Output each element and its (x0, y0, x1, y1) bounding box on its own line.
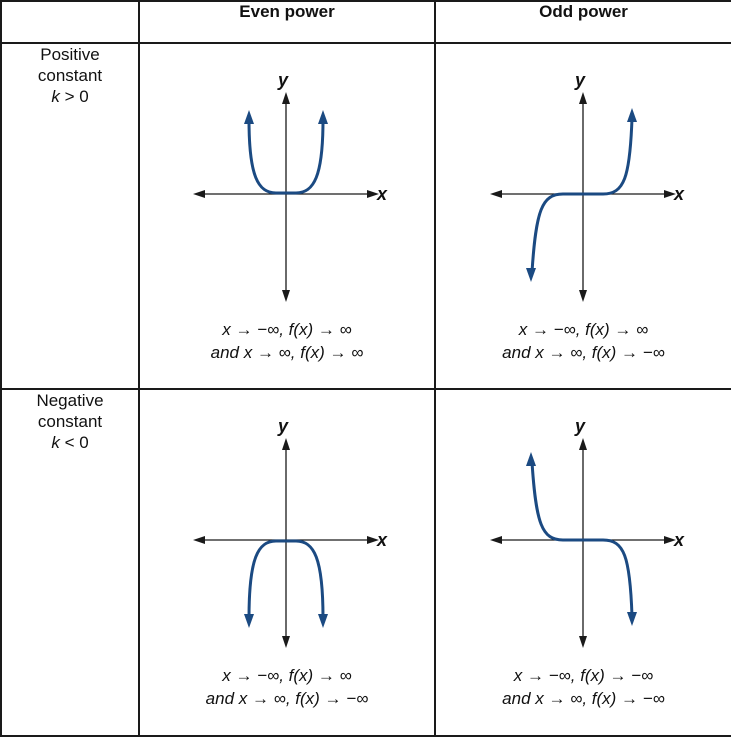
graph-positive-odd: x y (488, 70, 685, 303)
corner-cell (0, 0, 140, 44)
caption-line2: and x → ∞, f(x) → −∞ (502, 343, 665, 362)
row-label-line1: Negative (36, 391, 104, 410)
x-axis-label: x (673, 184, 685, 204)
x-axis-label: x (673, 530, 685, 550)
row-label-k: k > 0 (2, 86, 138, 107)
k-variable: k (51, 87, 60, 106)
graph-negative-odd: x y (488, 416, 685, 649)
curve (247, 539, 325, 620)
curve (247, 118, 325, 195)
axes (488, 437, 677, 649)
cell-negative-even: x y x → −∞, f(x) → ∞ and x → ∞, f(x) → −… (138, 388, 436, 737)
row-label-line2: constant (37, 66, 103, 85)
curve (530, 460, 633, 618)
x-axis-label: x (376, 184, 388, 204)
curve-arrow-right (626, 612, 637, 626)
x-axis-label: x (376, 530, 388, 550)
end-behavior-caption: x → −∞, f(x) → ∞ and x → ∞, f(x) → ∞ (140, 318, 434, 364)
caption-line1: x → −∞, f(x) → ∞ (222, 320, 352, 339)
column-header-odd-power: Odd power (434, 0, 731, 44)
cell-positive-even: x y x → −∞, f(x) → ∞ and x → ∞, f(x) → ∞ (138, 42, 436, 390)
cell-positive-odd: x y x → −∞, f(x) → ∞ and x → ∞, f(x) → −… (434, 42, 731, 390)
k-variable: k (51, 433, 60, 452)
y-axis-label: y (574, 70, 586, 90)
caption-line1: x → −∞, f(x) → ∞ (518, 320, 649, 339)
curve-arrow-left (244, 614, 254, 628)
row-header-positive-constant: Positive constant k > 0 (0, 42, 140, 390)
curve-arrow-right (318, 110, 328, 124)
column-header-even-power: Even power (138, 0, 436, 44)
row-label-line1: Positive (40, 45, 100, 64)
y-axis-label: y (574, 416, 586, 436)
curve-arrow-left (525, 452, 536, 466)
curve-arrow-left (525, 268, 536, 282)
end-behavior-caption: x → −∞, f(x) → ∞ and x → ∞, f(x) → −∞ (436, 318, 731, 364)
caption-line1: x → −∞, f(x) → −∞ (513, 666, 654, 685)
caption-line2: and x → ∞, f(x) → −∞ (205, 689, 369, 708)
y-axis-label: y (277, 416, 289, 436)
cell-negative-odd: x y x → −∞, f(x) → −∞ and x → ∞, f(x) → … (434, 388, 731, 737)
end-behavior-caption: x → −∞, f(x) → ∞ and x → ∞, f(x) → −∞ (140, 664, 434, 710)
curve-arrow-right (626, 108, 637, 122)
axes (192, 91, 380, 303)
curve-arrow-left (244, 110, 254, 124)
row-label-line2: constant (37, 412, 103, 431)
curve-arrow-right (318, 614, 328, 628)
graph-negative-even: x y (192, 416, 388, 649)
row-header-negative-constant: Negative constant k < 0 (0, 388, 140, 737)
caption-line2: and x → ∞, f(x) → −∞ (502, 689, 665, 708)
caption-line2: and x → ∞, f(x) → ∞ (210, 343, 364, 362)
caption-line1: x → −∞, f(x) → ∞ (222, 666, 352, 685)
k-relation: < 0 (64, 433, 89, 452)
graph-positive-even: x y (192, 70, 388, 303)
end-behavior-caption: x → −∞, f(x) → −∞ and x → ∞, f(x) → −∞ (436, 664, 731, 710)
row-label-k: k < 0 (2, 432, 138, 453)
curve (530, 116, 633, 274)
k-relation: > 0 (64, 87, 89, 106)
axes (488, 91, 677, 303)
y-axis-label: y (277, 70, 289, 90)
axes (192, 437, 380, 649)
